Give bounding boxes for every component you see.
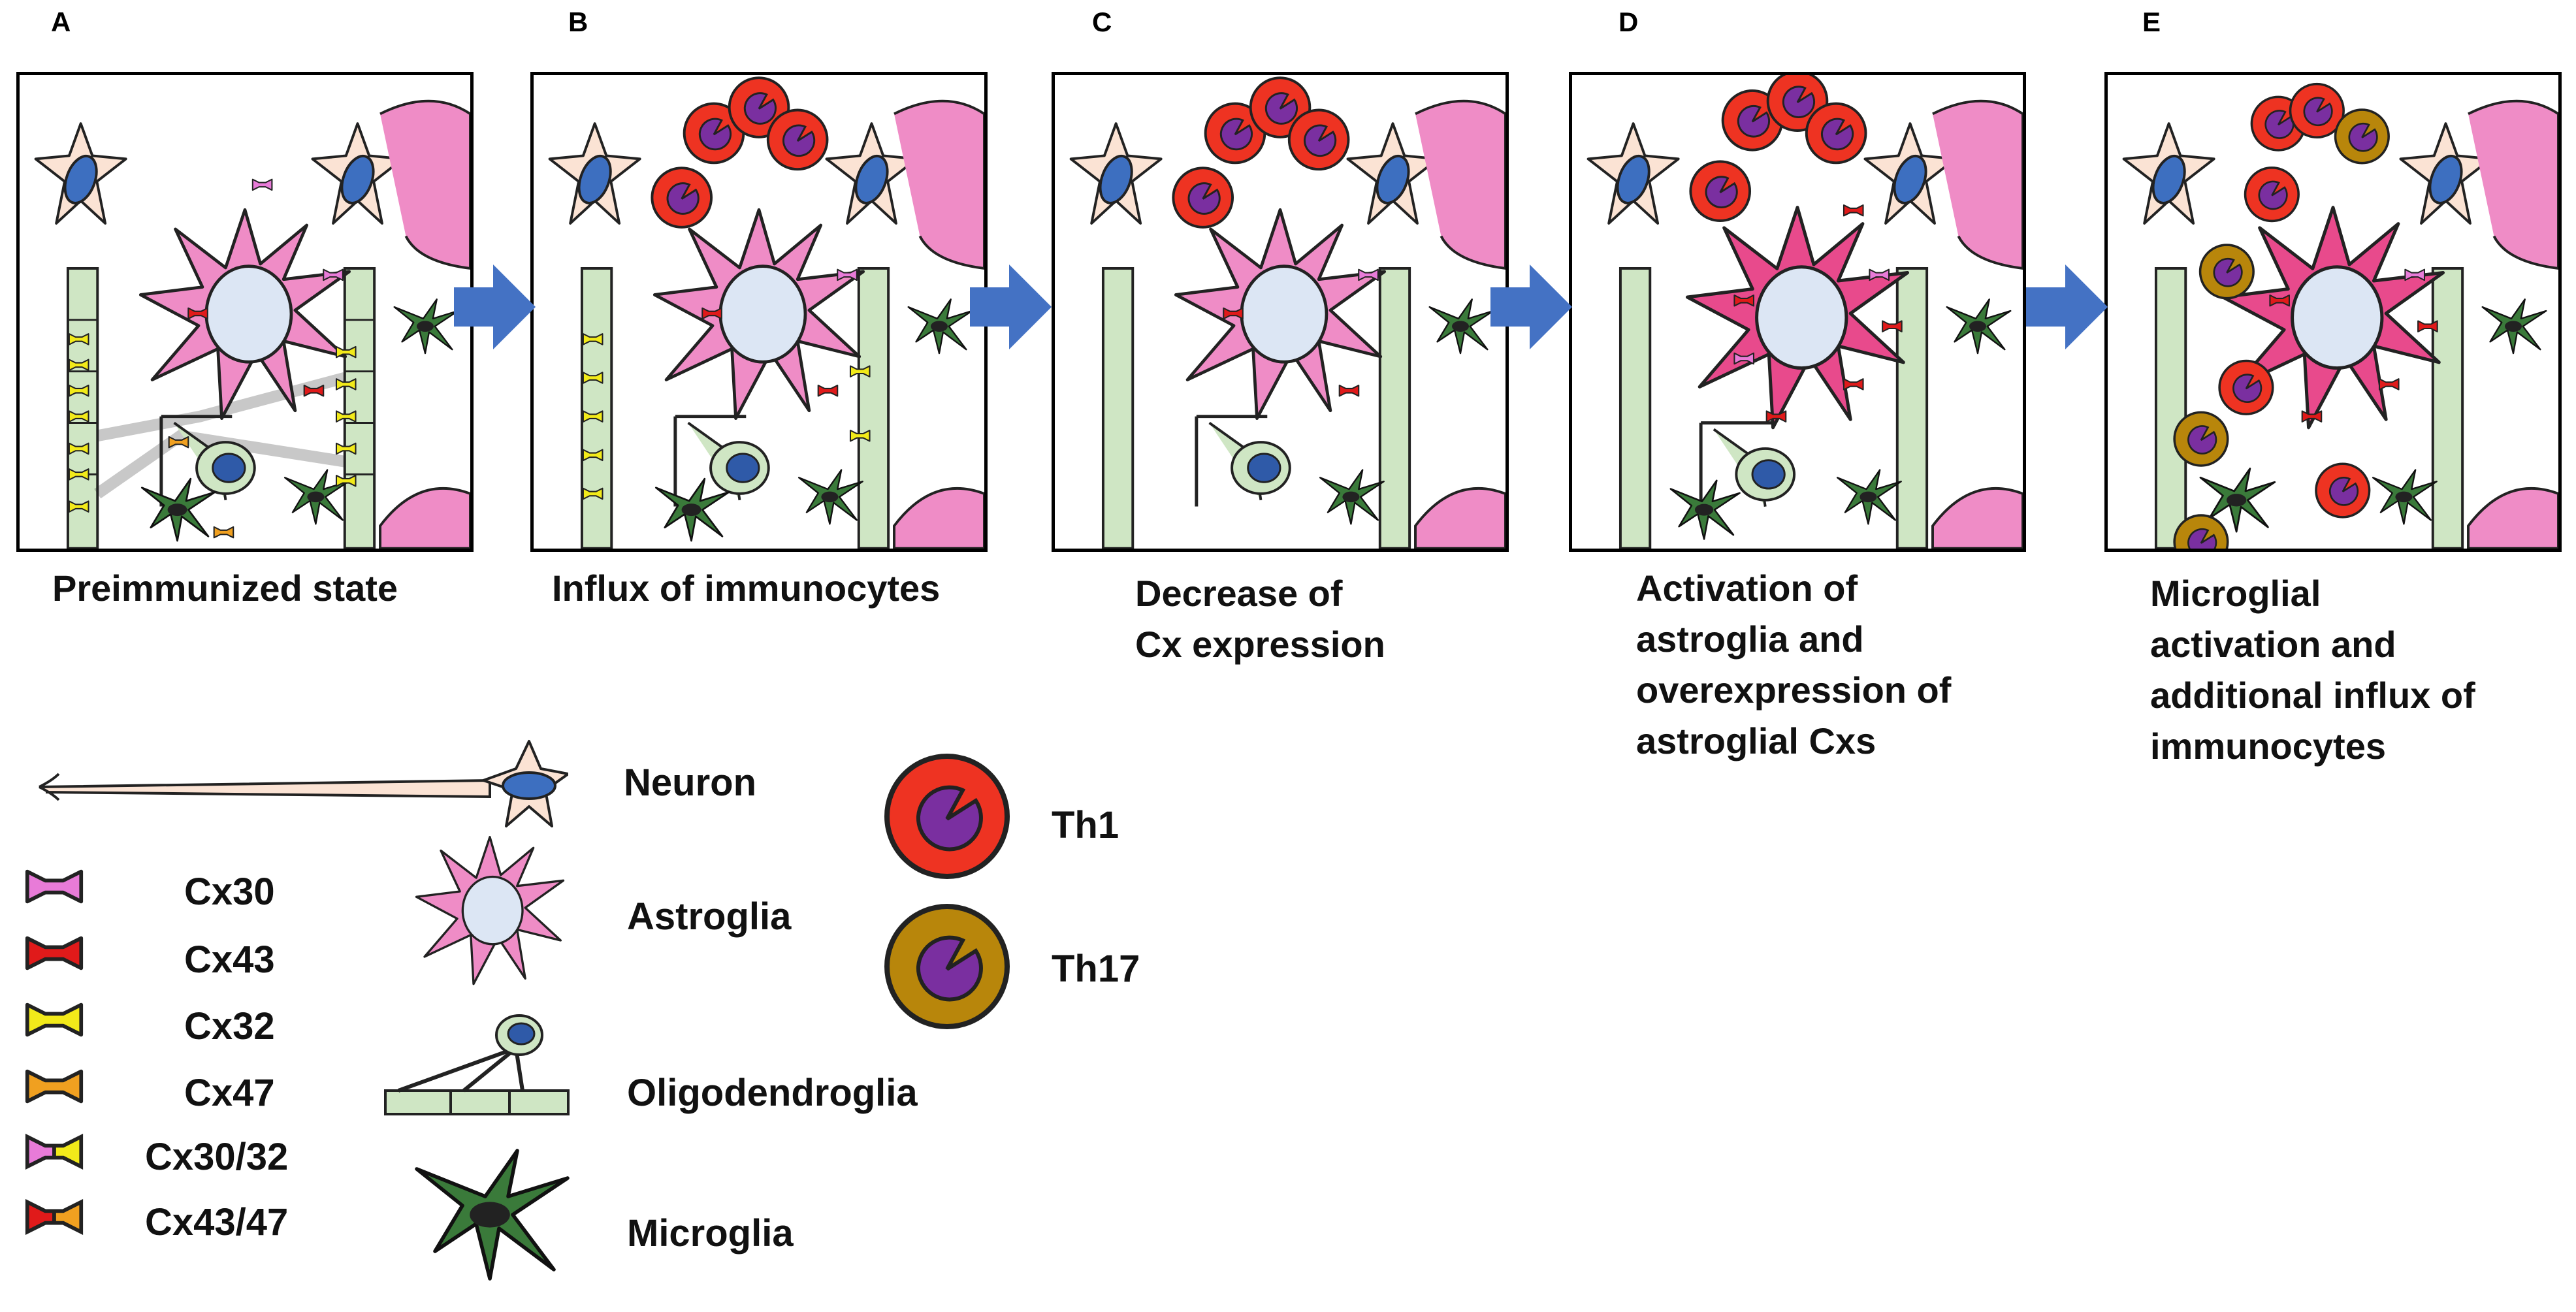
panel-a-preimmunized [16, 72, 474, 552]
legend-th1: Th1 [1052, 804, 1119, 846]
th1-icon [882, 751, 1012, 882]
panel-e-microglial [2104, 72, 2562, 552]
legend-cx30-32: Cx30/32 [145, 1136, 289, 1178]
cx30-icon [18, 869, 90, 904]
legend-cx32: Cx32 [184, 1005, 275, 1048]
legend-cx47: Cx47 [184, 1072, 275, 1114]
arrow-c-to-d-icon [1490, 264, 1572, 349]
th17-icon [882, 901, 1012, 1032]
caption-b: Influx of immunocytes [552, 568, 941, 609]
legend-microglia: Microglia [627, 1212, 794, 1255]
panel-letter-e: E [2142, 7, 2161, 37]
panel-letter-c: C [1092, 7, 1112, 37]
panel-c-decrease [1052, 72, 1509, 552]
panel-letter-a: A [51, 7, 71, 37]
panel-b-influx [530, 72, 988, 552]
legend-cx43-47: Cx43/47 [145, 1201, 289, 1243]
legend-th17: Th17 [1052, 948, 1140, 990]
panel-letter-d: D [1618, 7, 1639, 37]
cx43-icon [18, 935, 90, 971]
arrow-d-to-e-icon [2026, 264, 2108, 349]
neuron-icon [39, 740, 568, 827]
astroglia-icon [415, 835, 565, 985]
cx32-icon [18, 1002, 90, 1038]
caption-a: Preimmunized state [52, 568, 398, 609]
legend-oligodendroglia: Oligodendroglia [627, 1072, 918, 1114]
legend-neuron: Neuron [624, 761, 756, 804]
microglia-icon [398, 1136, 581, 1293]
arrow-a-to-b-icon [454, 264, 536, 349]
panel-d-activation [1569, 72, 2026, 552]
panel-letter-b: B [568, 7, 588, 37]
legend-astroglia: Astroglia [627, 895, 792, 938]
cx43-47-icon [25, 1199, 84, 1235]
legend-cx30: Cx30 [184, 871, 275, 913]
cx30-32-icon [25, 1134, 84, 1170]
arrow-b-to-c-icon [970, 264, 1052, 349]
cx47-icon [18, 1068, 90, 1104]
oligodendroglia-icon [384, 1014, 570, 1115]
legend-cx43: Cx43 [184, 938, 275, 981]
